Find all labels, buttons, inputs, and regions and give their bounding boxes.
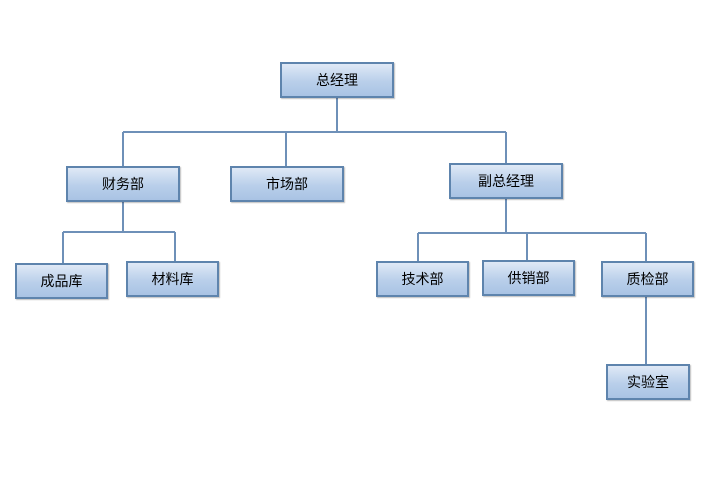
node-materials-warehouse: 材料库 <box>126 261 219 297</box>
node-tech-dept: 技术部 <box>376 261 469 297</box>
node-general-manager: 总经理 <box>280 62 394 98</box>
node-finished-goods-warehouse: 成品库 <box>15 263 108 299</box>
node-supply-sales-dept: 供销部 <box>482 260 575 296</box>
node-quality-dept: 质检部 <box>601 261 694 297</box>
node-laboratory: 实验室 <box>606 364 690 400</box>
node-market-dept: 市场部 <box>230 166 344 202</box>
node-finance-dept: 财务部 <box>66 166 180 202</box>
node-deputy-general-manager: 副总经理 <box>449 163 563 199</box>
